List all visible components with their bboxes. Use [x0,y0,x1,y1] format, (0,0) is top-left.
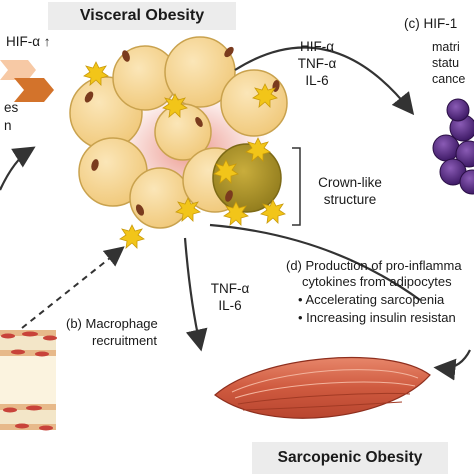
left-cut-text-1: es [4,100,19,115]
section-d-bullet1: • Accelerating sarcopenia [298,292,445,307]
macrophage [252,83,278,108]
cancer-cell [455,140,474,168]
cancer-cell [446,98,470,122]
macrophages [83,61,286,249]
mid-cytokine-label: TNF-α [210,281,250,296]
macrophage [223,201,249,226]
left-cut-text-2: n [4,118,12,133]
crown-like-bracket [292,147,301,226]
macrophage [119,224,145,249]
down-curved-arrow [183,237,208,352]
cancer-cells [432,98,474,195]
recruitment-dashed-arrow [21,246,125,329]
section-d-line2: cytokines from adipocytes [302,274,452,289]
adipocyte [164,36,236,108]
macrophage [260,199,286,224]
crown-like-line2: structure [323,192,377,207]
sarcopenic-obesity-title: Sarcopenic Obesity [252,442,448,474]
left-curved-arrow [0,146,36,191]
top-curved-arrow [234,46,415,116]
top-cytokine-labels: HIF-α TNF-α IL-6 [282,38,352,89]
macrophage [175,197,201,222]
section-b-line2: recruitment [92,333,158,348]
section-d-bullet2: • Increasing insulin resistan [298,310,456,325]
section-c-line3: statu [432,56,460,70]
section-d-line1: (d) Production of pro-inflamma [286,258,462,273]
section-c-line4: cance [432,72,466,86]
macrophage [162,93,188,118]
top-cytokine-label: TNF-α [297,56,337,71]
section-c-line2: matri [432,40,460,54]
macrophage [245,137,271,162]
adipocyte-cluster [69,36,288,229]
section-c-label: (c) HIF-1 [404,16,458,31]
cancer-cell [459,169,474,195]
mid-cytokine-labels: TNF-α IL-6 [202,280,258,314]
adipocyte [129,167,191,229]
adipocyte [220,69,288,137]
crown-like-line1: Crown-like [318,175,382,190]
right-curved-arrow-head [433,349,471,381]
top-cytokine-label: HIF-α [299,39,335,54]
macrophage [213,159,239,184]
cancer-cell [432,134,460,162]
left-orange-arrow [0,60,54,102]
section-b-line1: (b) Macrophage [66,316,158,331]
blood-vessel [0,330,57,431]
crown-like-structure-label: Crown-like structure [308,174,392,208]
macrophage [83,61,109,86]
mid-cytokine-label: IL-6 [218,298,242,313]
right-curved-arrow [209,223,421,301]
hif-alpha-up-label: HIF-α ↑ [6,34,51,49]
visceral-obesity-title: Visceral Obesity [48,2,236,30]
muscle [214,356,431,419]
top-cytokine-label: IL-6 [305,73,329,88]
